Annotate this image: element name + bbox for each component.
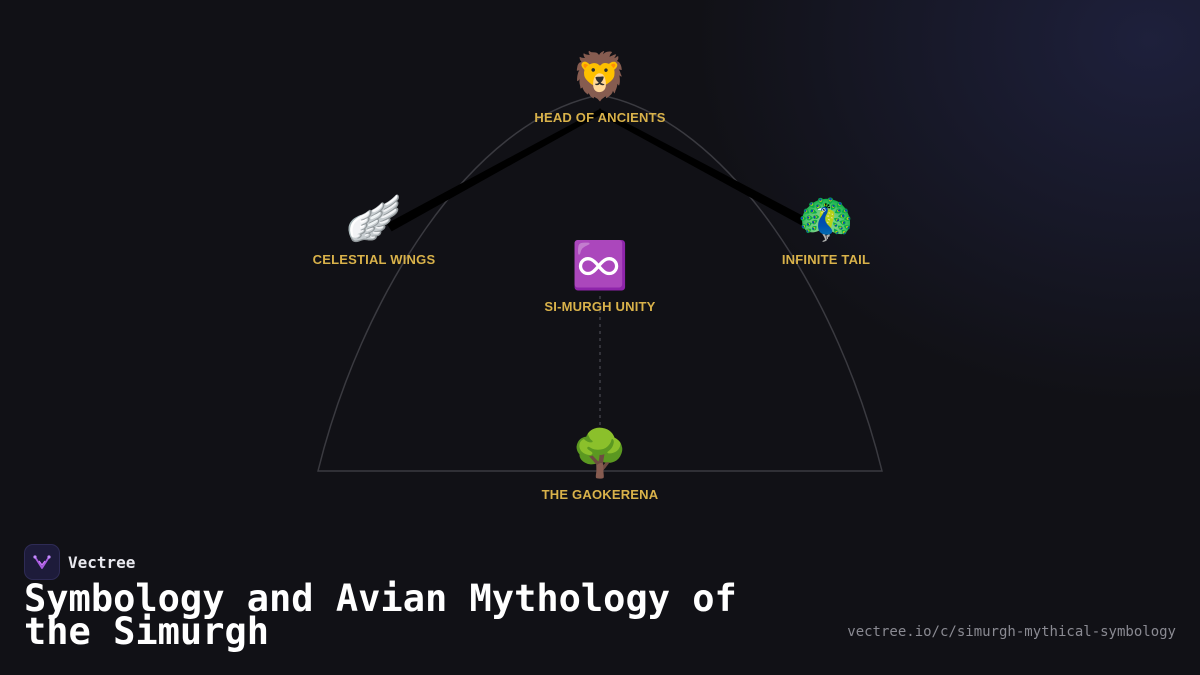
brand-name: Vectree [68,552,136,572]
brand[interactable]: Vectree [24,544,135,580]
node-si-murgh-unity[interactable]: ♾️ SI-MURGH UNITY [480,237,720,314]
lion-icon: 🦁 [571,49,629,103]
node-head-of-ancients[interactable]: 🦁 HEAD OF ANCIENTS [480,48,720,125]
wing-icon: 🪽 [345,191,403,245]
node-label: THE GAOKERENA [541,487,659,502]
node-the-gaokerena[interactable]: 🌳 THE GAOKERENA [480,425,720,502]
page-title: Symbology and Avian Mythology of the Sim… [24,577,737,653]
vectree-logo-icon [24,544,60,580]
node-label: CELESTIAL WINGS [312,252,436,267]
node-label: HEAD OF ANCIENTS [534,110,666,125]
page-url[interactable]: vectree.io/c/simurgh-mythical-symbology [847,624,1176,640]
peacock-icon: 🦚 [797,191,855,245]
node-infinite-tail[interactable]: 🦚 INFINITE TAIL [706,190,946,267]
dome-outline [317,94,883,472]
tree-icon: 🌳 [571,426,629,480]
edge-head-tail [599,108,807,226]
node-celestial-wings[interactable]: 🪽 CELESTIAL WINGS [254,190,494,267]
node-label: SI-MURGH UNITY [544,299,656,314]
infinity-icon: ♾️ [571,238,629,292]
node-label: INFINITE TAIL [781,252,871,267]
